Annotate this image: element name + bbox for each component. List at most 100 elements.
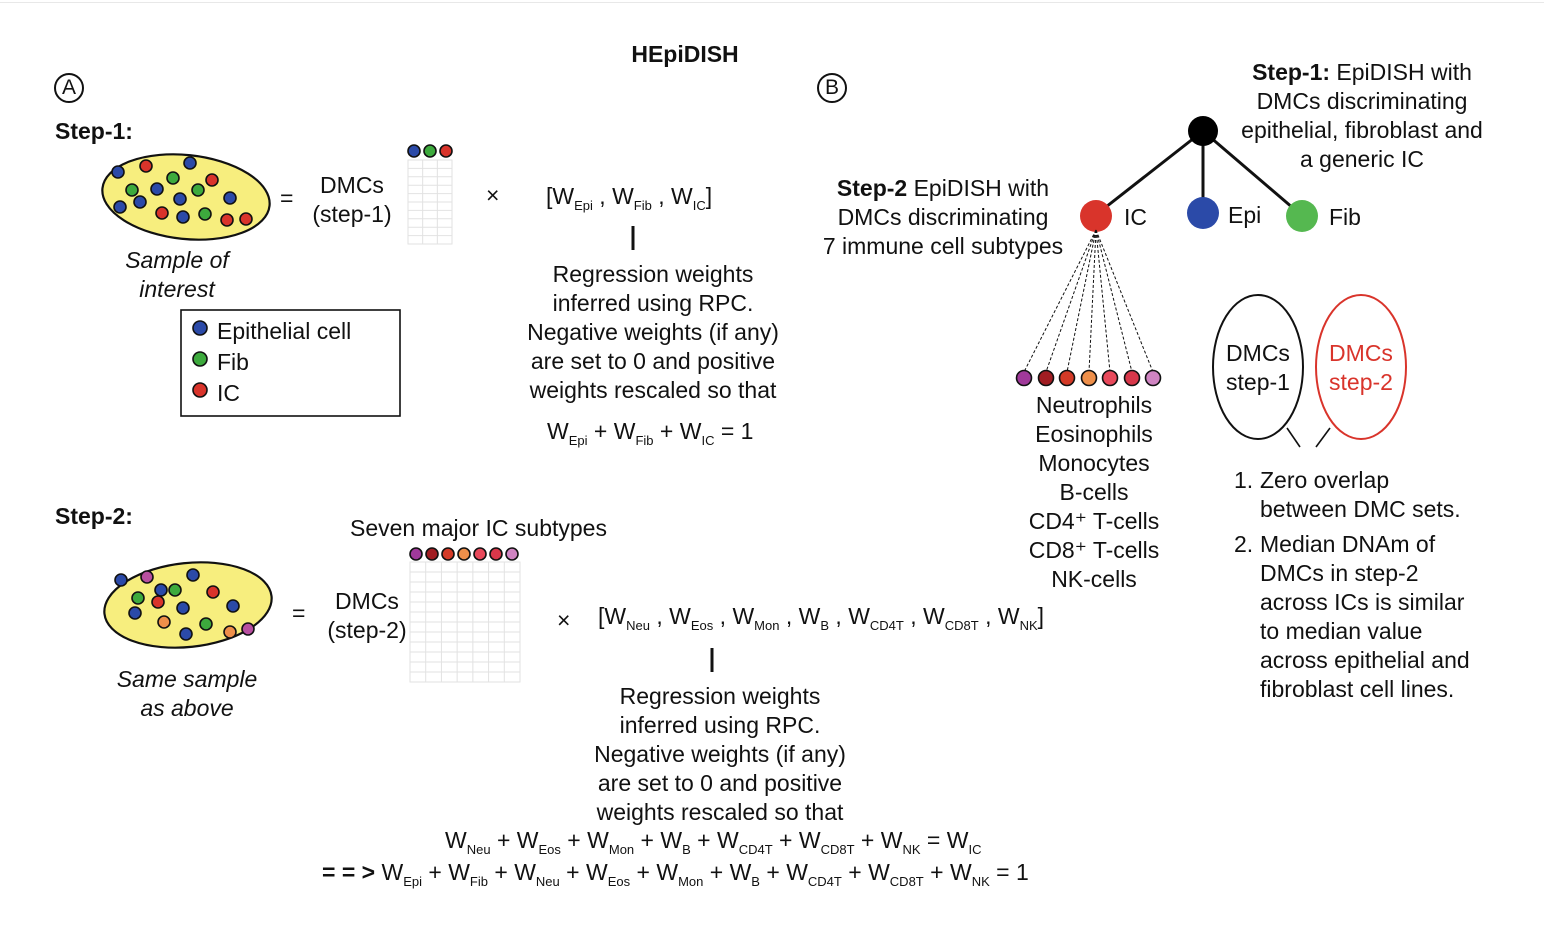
- step1-matrix-header-dot-1: [407, 144, 421, 158]
- step1-sample-cell-16: [220, 213, 234, 227]
- step2-sum-equation-2-part-9: Neu: [535, 874, 560, 889]
- note-2-line-1: Median DNAm of: [1260, 531, 1436, 557]
- step2-sum-equation-1-part-1: W: [445, 827, 467, 853]
- step1-sum-equation-part-9: = 1: [714, 418, 754, 444]
- step2-sum-equation-2-part-3: Epi: [403, 874, 422, 889]
- note-number-1: 1.: [1234, 467, 1254, 493]
- step2-weight-vector-part-2: W: [604, 603, 627, 629]
- step2-dmc-label-line-1: DMCs: [335, 588, 399, 614]
- step1-weight-vector-part-7: ,: [651, 183, 672, 209]
- step2-weight-vector-part-21: NK: [1019, 618, 1038, 633]
- step1-sample-cell-2: [139, 159, 153, 173]
- step1-sample-caption-line-1: Sample of: [125, 247, 229, 273]
- step1-sample-cell-6: [166, 171, 180, 185]
- tree-node-label-epi: Epi: [1228, 202, 1262, 228]
- step2-matrix-header-dot-4: [457, 547, 471, 561]
- step2-sum-equation-2-part-8: W: [514, 859, 536, 885]
- step2-sum-equation-1-part-6: +: [560, 827, 588, 853]
- ic-subtype-edge-7: [1095, 229, 1154, 373]
- tree-node-fib: [1286, 200, 1318, 232]
- step2-sum-equation-2-part-26: W: [949, 859, 972, 885]
- step2-sample-cell-6: [168, 583, 182, 597]
- panel-b-label: B: [824, 76, 839, 99]
- legend-label-3: IC: [217, 380, 240, 406]
- step2-sum-equation-1-part-7: W: [587, 827, 609, 853]
- venn-right-label-line-1: DMCs: [1329, 340, 1393, 366]
- tree-node-label-fib: Fib: [1329, 204, 1361, 230]
- step1-sample-cell-11: [173, 192, 187, 206]
- note-number-2: 2.: [1234, 531, 1254, 557]
- legend-label-2: Fib: [217, 349, 249, 375]
- step2-sum-equation-2-part-4: +: [421, 859, 449, 885]
- ic-subtype-label-line-1: Neutrophils: [1035, 392, 1153, 418]
- legend-dot-3: [192, 382, 208, 398]
- step2-sum-equation-2-part-15: Mon: [678, 874, 704, 889]
- step2-matrix-header-dot-2: [425, 547, 439, 561]
- step2-weight-vector-part-10: ,: [779, 603, 799, 629]
- venn-left-label-line-2: step-1: [1226, 369, 1290, 395]
- step1-sum-equation-part-7: W: [679, 418, 702, 444]
- ic-subtype-edge-5: [1095, 229, 1111, 373]
- note-2-line-5: across epithelial and: [1260, 647, 1470, 673]
- step2-sum-equation-1-part-10: W: [660, 827, 683, 853]
- step2-sum-equation-2-part-22: +: [841, 859, 869, 885]
- step1-sample-cell-7: [191, 183, 205, 197]
- step1-sample-cell-4: [125, 183, 139, 197]
- step1-sample-cell-5: [150, 182, 164, 196]
- tree-node-ic: [1080, 200, 1112, 232]
- step1-explanation-line-5: weights rescaled so that: [529, 377, 777, 403]
- ic-subtype-node-4: [1080, 369, 1098, 387]
- step1-sum-equation-part-1: W: [547, 418, 569, 444]
- step1-matrix-header-dot-2: [423, 144, 437, 158]
- step2-sample-cell-12: [157, 615, 171, 629]
- step2-weight-vector-part-4: ,: [649, 603, 670, 629]
- step2-sample-cell-15: [223, 625, 237, 639]
- step2-description-heading-part-2: EpiDISH with: [907, 175, 1050, 201]
- step2-weight-vector-part-14: W: [848, 603, 870, 629]
- ic-subtype-label-line-2: Eosinophils: [1035, 421, 1153, 447]
- venn-pointer-right: [1315, 427, 1331, 448]
- panel-a-label-circle: [54, 73, 84, 103]
- step1-sample-blob: [101, 153, 271, 241]
- step2-weight-vector-part-17: W: [923, 603, 945, 629]
- step2-sum-equation-1-part-12: +: [690, 827, 717, 853]
- step2-weight-vector-part-20: W: [997, 603, 1020, 629]
- step2-sum-equation-2-part-10: +: [559, 859, 586, 885]
- step2-sample-cell-8: [128, 606, 142, 620]
- note-1-line-2: between DMC sets.: [1260, 496, 1461, 522]
- step2-description-heading: Step-2 EpiDISH with: [808, 174, 1078, 203]
- ic-subtype-node-1: [1015, 369, 1033, 387]
- ic-subtype-edge-1: [1023, 229, 1097, 373]
- step2-sum-equation-1-part-9: +: [634, 827, 661, 853]
- step2-sample-cell-10: [176, 601, 190, 615]
- step2-sum-equation-2-part-17: W: [729, 859, 752, 885]
- step1-sum-equation-part-2: Epi: [568, 433, 588, 448]
- step2-sum-equation-2-part-2: W: [381, 859, 404, 885]
- tree-node-epi: [1187, 197, 1219, 229]
- step1-sample-cell-12: [223, 191, 237, 205]
- step2-sample-cell-4: [131, 591, 145, 605]
- step2-sample-cell-7: [206, 585, 220, 599]
- ic-subtype-label-line-6: CD8⁺ T-cells: [1028, 537, 1160, 563]
- ic-subtype-label-line-3: Monocytes: [1038, 450, 1150, 476]
- step2-dmc-matrix: [409, 561, 521, 683]
- step2-sum-equation-1-part-13: W: [716, 827, 739, 853]
- step2-sample-cell-13: [179, 627, 193, 641]
- ic-subtype-node-6: [1123, 369, 1141, 387]
- dmc-step1-ellipse: [1212, 294, 1304, 440]
- step2-sum-equation-2-part-27: NK: [971, 874, 990, 889]
- step2-sample-cell-3: [186, 568, 200, 582]
- step1-weight-vector-part-3: Epi: [574, 198, 593, 213]
- step2-times: ×: [557, 607, 571, 633]
- step2-sum-equation-1-part-22: W: [946, 827, 969, 853]
- step2-sum-equation-1-part-21: =: [920, 827, 947, 853]
- step1-sample-cell-17: [239, 212, 253, 226]
- step2-sample-caption-line-2: as above: [140, 695, 234, 721]
- step1-description-line-3: a generic IC: [1299, 146, 1424, 172]
- step2-subtypes-label: Seven major IC subtypes: [350, 515, 607, 541]
- step1-sample-cell-1: [111, 165, 125, 179]
- step2-sum-equation-2-part-12: Eos: [607, 874, 631, 889]
- step2-weight-vector-part-19: ,: [978, 603, 998, 629]
- step2-sum-equation-2-part-16: +: [703, 859, 730, 885]
